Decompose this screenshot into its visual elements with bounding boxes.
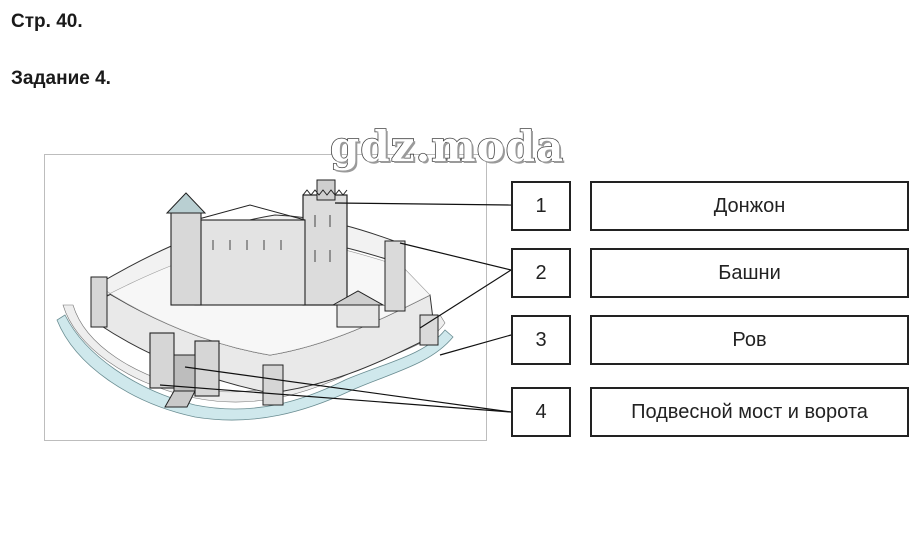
watermark: gdz.moda [329,121,565,172]
item-label-donjon: Донжон [590,181,909,231]
item-label-drawbridge: Подвесной мост и ворота [590,387,909,437]
item-label-towers: Башни [590,248,909,298]
item-label-moat: Ров [590,315,909,365]
task-heading: Задание 4. [11,68,111,89]
item-number-3: 3 [511,315,571,365]
castle-figure [44,154,487,441]
castle-icon [56,179,454,421]
item-number-4: 4 [511,387,571,437]
page-reference: Стр. 40. [11,11,83,32]
item-number-2: 2 [511,248,571,298]
item-number-1: 1 [511,181,571,231]
